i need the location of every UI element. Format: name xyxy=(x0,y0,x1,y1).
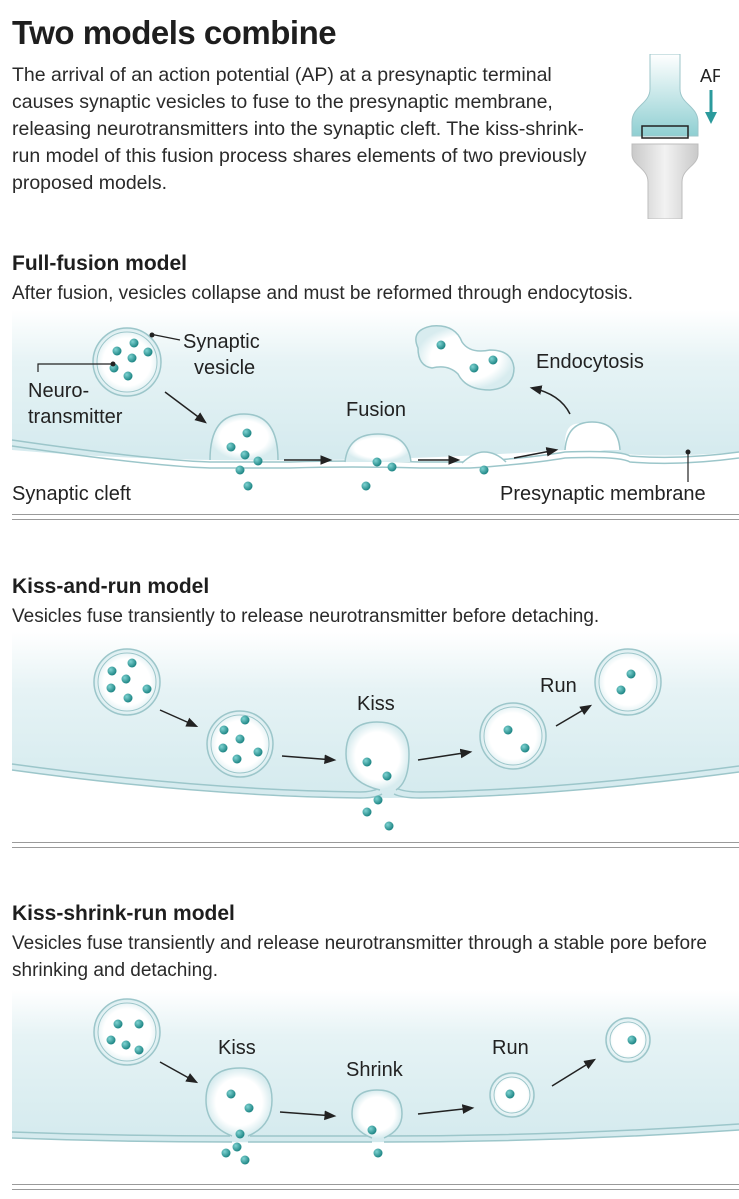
vesicle-kiss-ksr xyxy=(205,1067,273,1165)
endocytic-vesicle xyxy=(415,325,515,391)
kiss-and-run-diagram: Kiss Run xyxy=(11,632,739,831)
vesicle-run xyxy=(594,648,662,716)
endocytosis-label: Endocytosis xyxy=(536,351,644,373)
kiss-shrink-run-description: Vesicles fuse transiently and release ne… xyxy=(12,933,707,981)
fusion-label: Fusion xyxy=(346,399,406,421)
section-divider-3 xyxy=(12,1184,739,1190)
synaptic-vesicle-1 xyxy=(92,327,162,397)
fused-vesicle xyxy=(344,433,412,491)
full-fusion-diagram: Synaptic vesicle Neuro- transmitter Fusi… xyxy=(11,310,739,505)
vesicle-run-ksr xyxy=(605,1017,651,1063)
synaptic-vesicle-label-2: vesicle xyxy=(194,357,255,379)
ap-arrow-icon xyxy=(705,112,717,124)
vesicle-docked xyxy=(206,710,274,778)
neurotransmitter-label-2: transmitter xyxy=(28,406,123,428)
intro-text: The arrival of an action potential (AP) … xyxy=(12,64,587,194)
collapsed-vesicle xyxy=(461,451,507,475)
shrink-label: Shrink xyxy=(346,1059,404,1081)
vesicle-docking-ksr xyxy=(93,998,161,1066)
synaptic-cleft-label: Synaptic cleft xyxy=(12,483,131,505)
full-fusion-title: Full-fusion model xyxy=(12,252,187,275)
section-divider-1 xyxy=(12,514,739,520)
vesicle-shrink xyxy=(351,1089,403,1158)
kiss-and-run-title: Kiss-and-run model xyxy=(12,575,210,598)
ksr-run-label: Run xyxy=(492,1037,529,1059)
kiss-and-run-description: Vesicles fuse transiently to release neu… xyxy=(12,606,600,627)
fusing-vesicle xyxy=(209,413,279,491)
neurotransmitter-label: Neuro- xyxy=(28,380,89,402)
section-divider-2 xyxy=(12,842,739,848)
terminal-icon: AP xyxy=(631,54,720,219)
vesicle-detaching-ksr xyxy=(489,1072,535,1118)
page-title: Two models combine xyxy=(12,14,337,51)
run-label: Run xyxy=(540,675,577,697)
full-fusion-description: After fusion, vesicles collapse and must… xyxy=(12,283,633,304)
ksr-kiss-label: Kiss xyxy=(218,1037,256,1059)
vesicle-docking xyxy=(93,648,161,716)
synaptic-vesicle-label: Synaptic xyxy=(183,331,260,353)
presynaptic-membrane-label: Presynaptic membrane xyxy=(500,483,706,505)
ap-label: AP xyxy=(700,66,720,86)
vesicle-detaching xyxy=(479,702,547,770)
vesicle-kiss xyxy=(345,721,410,831)
kiss-label: Kiss xyxy=(357,693,395,715)
kiss-shrink-run-diagram: Kiss Shrink Run xyxy=(11,990,739,1165)
kiss-shrink-run-title: Kiss-shrink-run model xyxy=(12,902,235,925)
endocytosis-pit xyxy=(564,421,621,451)
